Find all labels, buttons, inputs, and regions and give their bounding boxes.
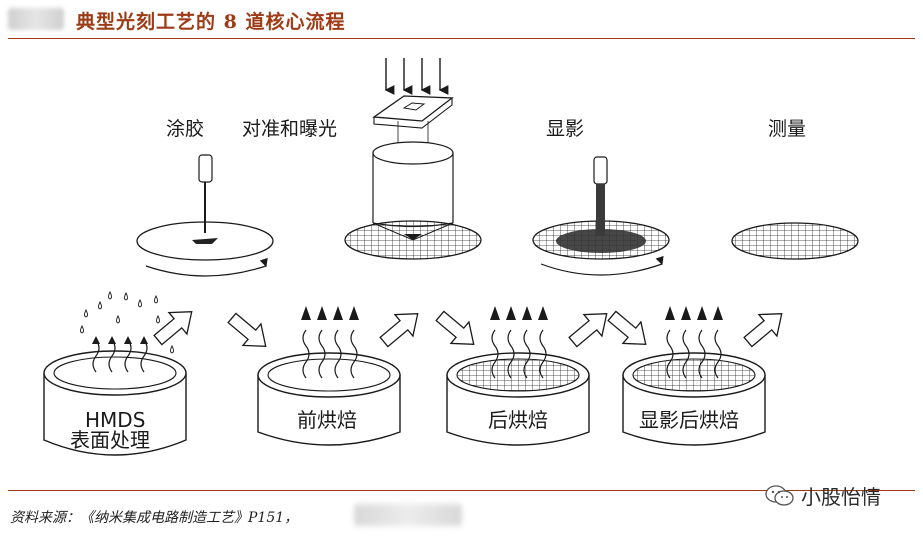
label-coat: 涂胶 <box>166 118 204 140</box>
postbake-plate <box>446 306 590 446</box>
label-hmds-1: HMDS <box>85 408 145 432</box>
develop-bake-plate <box>622 306 766 446</box>
label-develop-bake: 显影后烘焙 <box>639 408 739 432</box>
label-prebake: 前烘焙 <box>297 408 357 432</box>
prebake-plate <box>257 306 401 446</box>
coat-station <box>136 154 274 277</box>
label-postbake: 后烘焙 <box>488 408 548 432</box>
flow-arrow-up-4 <box>743 313 783 348</box>
title-divider <box>8 38 915 39</box>
flow-arrow-down-2 <box>435 310 475 345</box>
wechat-icon <box>765 484 794 506</box>
measure-station <box>731 222 859 260</box>
source-note: 资料来源：《纳米集成电路制造工艺》P151， <box>10 510 299 526</box>
flow-arrow-up-3 <box>568 313 608 348</box>
page-title: 典型光刻工艺的 8 道核心流程 <box>76 11 346 33</box>
footer-divider <box>8 490 915 491</box>
label-measure: 测量 <box>768 118 806 140</box>
label-develop: 显影 <box>546 118 584 140</box>
label-hmds-2: 表面处理 <box>70 428 150 452</box>
lithography-process-diagram: 涂胶 对准和曝光 显影 测量 <box>43 58 859 456</box>
flow-arrow-down-1 <box>227 312 267 347</box>
label-align-expose: 对准和曝光 <box>242 118 337 140</box>
flow-arrow-down-3 <box>607 310 647 345</box>
watermark: 小股怡情 <box>765 481 881 510</box>
blurred-logo <box>8 8 64 30</box>
develop-station <box>532 156 670 276</box>
blurred-source-tail <box>354 504 462 526</box>
watermark-text: 小股怡情 <box>801 485 881 509</box>
hmds-plate <box>43 290 187 456</box>
flow-arrow-up-1 <box>153 311 193 346</box>
flow-arrow-up-2 <box>379 313 419 348</box>
exposure-station <box>344 58 482 260</box>
